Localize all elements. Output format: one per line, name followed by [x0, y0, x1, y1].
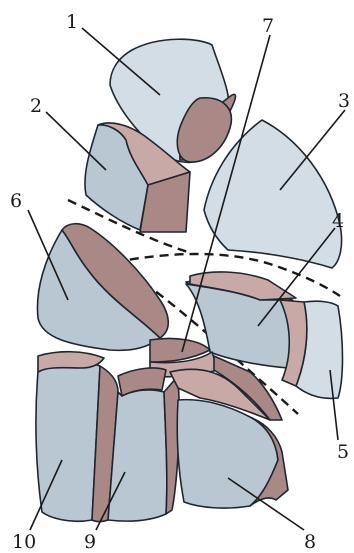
label-4: 4	[332, 210, 344, 232]
segment-5	[280, 300, 343, 398]
label-2: 2	[30, 95, 42, 117]
label-9: 9	[84, 531, 96, 553]
label-10: 10	[12, 531, 36, 553]
segment-6	[37, 224, 168, 351]
label-1: 1	[66, 11, 78, 33]
segment-9	[108, 368, 180, 521]
label-7: 7	[262, 15, 274, 37]
label-6: 6	[10, 190, 22, 212]
label-8: 8	[304, 531, 316, 553]
label-3: 3	[338, 90, 350, 112]
label-5: 5	[337, 441, 349, 463]
segment-10	[36, 352, 118, 522]
segment-8	[170, 356, 288, 508]
